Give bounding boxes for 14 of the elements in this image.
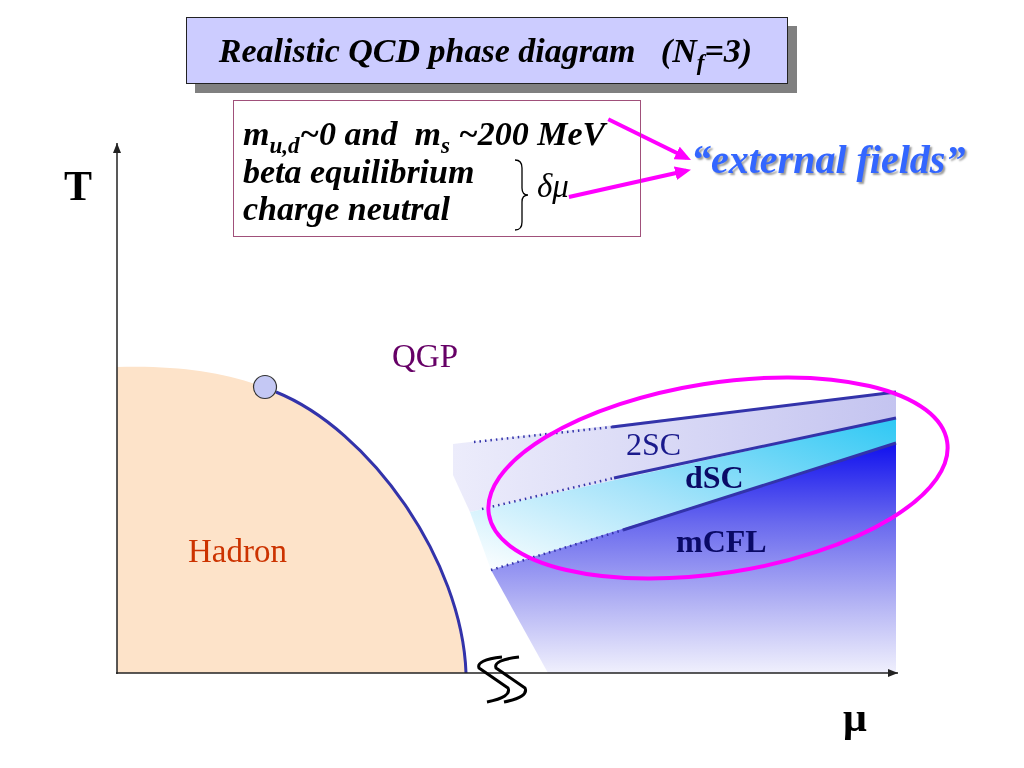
- axis-label: T: [64, 163, 92, 210]
- callout-text: “external fields”: [691, 138, 969, 182]
- diagram-title: Realistic QCD phase diagram (N$_{f}$=3): [218, 30, 754, 75]
- condition-box: [233, 100, 641, 237]
- phase-label: dSC: [685, 460, 744, 496]
- arrow: [568, 166, 691, 199]
- phase-label: 2SC: [626, 427, 682, 463]
- axis-label: μ: [843, 694, 867, 741]
- arrow: [607, 117, 691, 160]
- phase-label: Hadron: [188, 533, 287, 570]
- phase-label: QGP: [392, 338, 459, 375]
- condition-text: m$_{u,d}$~0 and m$_{s}$ ~200 MeV: [243, 115, 609, 158]
- phase-label: mCFL: [676, 524, 767, 560]
- symbol-label: δμ: [537, 168, 569, 205]
